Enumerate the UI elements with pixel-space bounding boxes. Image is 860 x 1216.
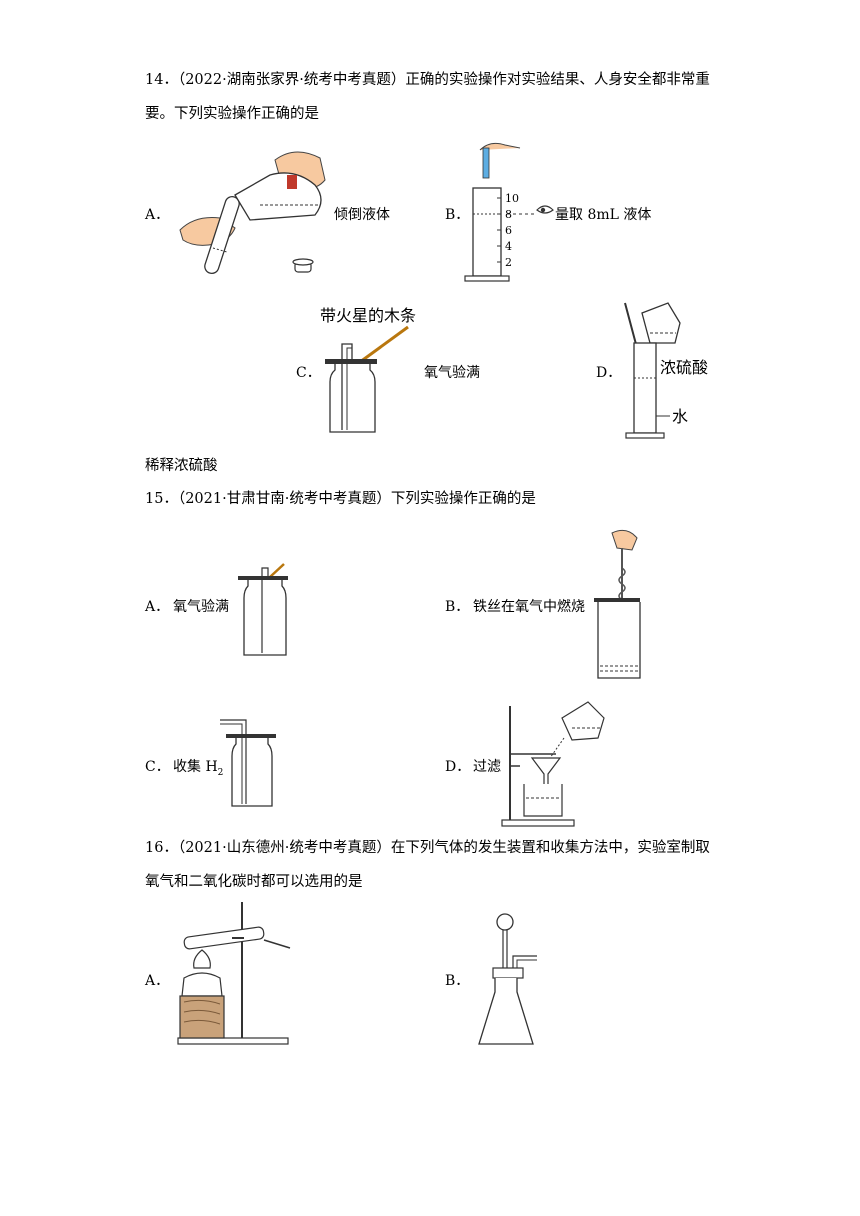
q14-c-gas-bottle-figure bbox=[325, 325, 409, 433]
q14-stem-line2: 要。下列实验操作正确的是 bbox=[145, 104, 319, 124]
q14-option-c-label: 氧气验满 bbox=[424, 365, 480, 381]
q14-d-label-water: 水 bbox=[672, 407, 688, 426]
q14-option-a-letter[interactable]: A． bbox=[145, 207, 170, 223]
q14-option-d-label: 稀释浓硫酸 bbox=[145, 458, 218, 474]
q14-d-label-acid: 浓硫酸 bbox=[660, 358, 708, 377]
q15-option-c-letter[interactable]: C． bbox=[145, 759, 170, 775]
q14-text-line2: 要。下列实验操作正确的是 bbox=[145, 106, 319, 122]
q15-option-d-label: 过滤 bbox=[473, 759, 501, 775]
q14-number: 14． bbox=[145, 72, 178, 88]
q15-option-b-letter[interactable]: B． bbox=[445, 599, 470, 615]
q15-option-c-subscript: 2 bbox=[217, 767, 224, 778]
q14-b-tick-4: 4 bbox=[505, 240, 512, 253]
q16-number: 16． bbox=[145, 840, 178, 856]
q14-source: （2022·湖南张家界·统考中考真题） bbox=[177, 72, 406, 88]
q14-b-tick-8: 8 bbox=[505, 208, 512, 221]
q15-stem-line1: 15．（2021·甘肃甘南·统考中考真题）下列实验操作正确的是 bbox=[145, 489, 536, 509]
q15-option-d-letter[interactable]: D． bbox=[445, 759, 471, 775]
q14-option-b-label: 量取 8mL 液体 bbox=[555, 207, 652, 223]
q15-number: 15． bbox=[145, 491, 178, 507]
q16-source: （2021·山东德州·统考中考真题） bbox=[177, 840, 391, 856]
q15-option-a-letter[interactable]: A． bbox=[145, 599, 170, 615]
q16-option-b-letter[interactable]: B． bbox=[445, 973, 470, 989]
q15-option-a-label: 氧气验满 bbox=[173, 599, 229, 615]
q14-option-b-letter[interactable]: B． bbox=[445, 207, 470, 223]
q14-stem-line1: 14．（2022·湖南张家界·统考中考真题）正确的实验操作对实验结果、人身安全都… bbox=[145, 70, 710, 90]
q15-a-gas-bottle-figure bbox=[238, 563, 288, 656]
q14-b-tick-2: 2 bbox=[505, 256, 512, 269]
q15-source: （2021·甘肃甘南·统考中考真题） bbox=[177, 491, 391, 507]
q15-option-b-label: 铁丝在氧气中燃烧 bbox=[473, 599, 585, 615]
q14-option-a-label: 倾倒液体 bbox=[334, 207, 390, 223]
q15-option-c-text: 收集 H bbox=[173, 759, 218, 775]
q15-c-gas-bottle-figure bbox=[220, 719, 276, 807]
q14-d-dilution-figure: 浓硫酸 水 bbox=[624, 302, 708, 439]
q16-b-flask-figure bbox=[478, 913, 537, 1045]
q14-b-tick-6: 6 bbox=[505, 224, 512, 237]
q14-b-tick-10: 10 bbox=[505, 192, 519, 205]
q15-b-iron-wire-figure bbox=[594, 529, 641, 679]
q14-c-figure-caption: 带火星的木条 bbox=[320, 306, 417, 325]
q14-option-c-letter[interactable]: C． bbox=[296, 365, 321, 381]
q16-option-a-letter[interactable]: A． bbox=[145, 973, 170, 989]
q15-text-line1: 下列实验操作正确的是 bbox=[390, 491, 536, 507]
q14-option-d-letter[interactable]: D． bbox=[596, 365, 622, 381]
q14-b-cylinder-figure: 10 8 6 4 2 bbox=[464, 142, 554, 282]
q16-a-heating-apparatus-figure bbox=[177, 902, 291, 1045]
q16-text-line2: 氧气和二氧化碳时都可以选用的是 bbox=[145, 874, 363, 890]
q15-option-c-label: 收集 H2 bbox=[173, 756, 223, 778]
q14-a-pouring-figure bbox=[179, 151, 326, 275]
q16-stem-line1: 16．（2021·山东德州·统考中考真题）在下列气体的发生装置和收集方法中，实验… bbox=[145, 838, 710, 858]
q14-text-line1: 正确的实验操作对实验结果、人身安全都非常重 bbox=[405, 72, 710, 88]
q16-stem-line2: 氧气和二氧化碳时都可以选用的是 bbox=[145, 872, 363, 892]
q16-text-line1: 在下列气体的发生装置和收集方法中，实验室制取 bbox=[390, 840, 710, 856]
q15-d-filtration-figure bbox=[501, 701, 605, 827]
